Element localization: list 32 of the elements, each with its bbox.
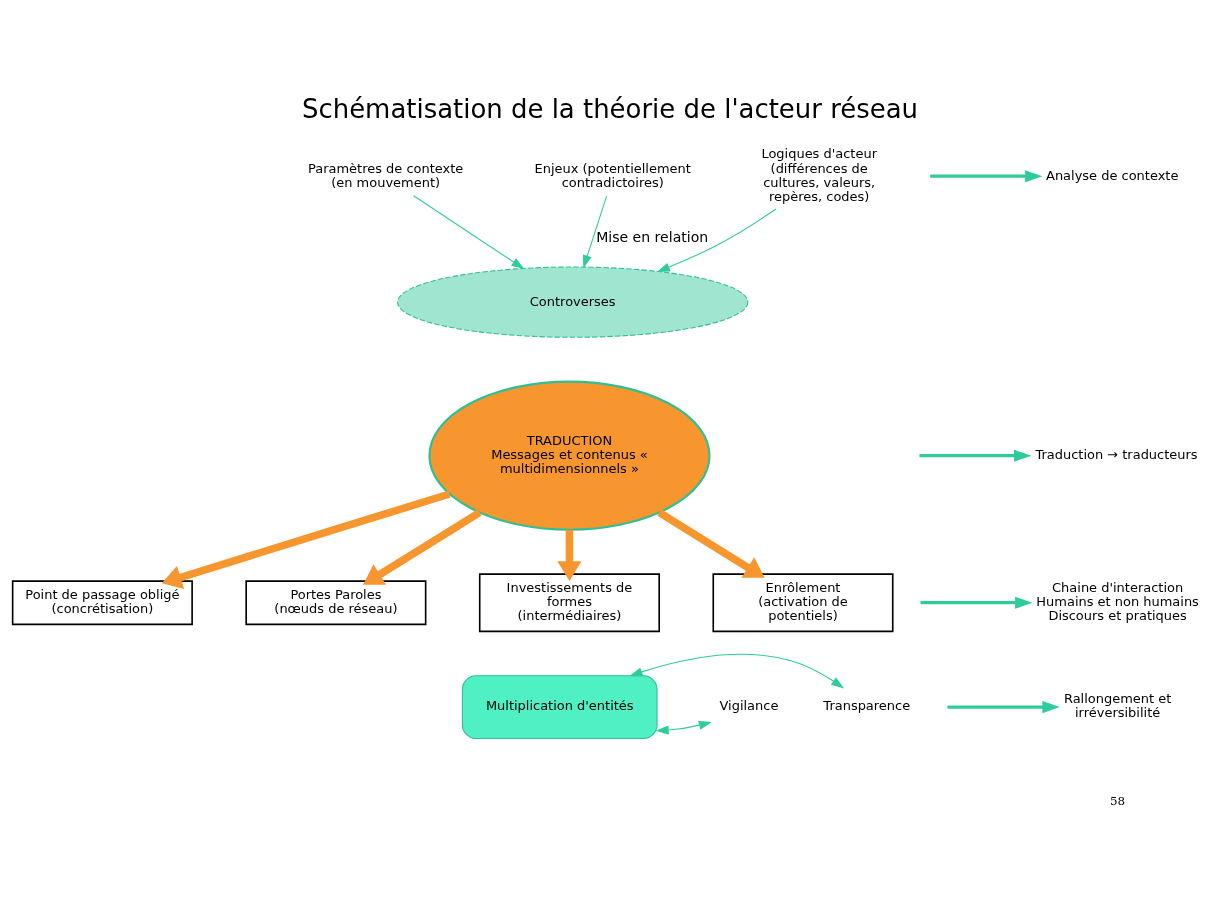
node-text: Transparence	[823, 697, 911, 713]
arrow	[363, 508, 482, 585]
node-text: Enjeux (potentiellement contradictoires)	[534, 160, 691, 190]
arrow	[657, 508, 765, 578]
node-text: Traduction → traducteurs	[1035, 446, 1198, 462]
node-box: Enrôlement (activation de potentiels)	[712, 572, 894, 632]
node-ellipse: TRADUCTION Messages et contenus « multidimensionnels »	[428, 380, 711, 531]
node-text: Logiques d'acteur (différences de cultures, valeurs, repères, codes)	[761, 145, 877, 204]
node-text: Chaine d'interaction Humains et non humains Discours et pratiques	[1036, 579, 1199, 623]
arrow	[629, 653, 845, 688]
node-ellipse: Controverses	[397, 266, 749, 338]
node-box: Multiplication d'entités	[461, 674, 658, 739]
node-text: Analyse de contexte	[1046, 167, 1179, 183]
arrow	[656, 207, 777, 272]
arrow	[413, 194, 525, 269]
arrow	[557, 529, 582, 581]
arrow	[920, 596, 1033, 609]
label: 58	[1110, 793, 1126, 808]
node-text: Paramètres de contexte (en mouvement)	[308, 160, 464, 190]
arrow	[947, 700, 1060, 713]
node-text: Rallongement et irréversibilité	[1063, 690, 1172, 720]
arrow	[161, 489, 451, 589]
arrow	[930, 169, 1043, 182]
arrow	[655, 720, 712, 735]
diagram-title: Schématisation de la théorie de l'acteur réseau	[301, 93, 919, 124]
arrow	[583, 195, 608, 268]
node-box: Portes Paroles (nœuds de réseau)	[245, 579, 427, 625]
edge-label: Mise en relation	[596, 228, 709, 245]
node-box: Investissements de formes (intermédiaires)	[478, 572, 660, 632]
arrow	[919, 449, 1032, 462]
node-text: Vigilance	[719, 697, 779, 713]
node-box: Point de passage obligé (concrétisation)	[11, 579, 193, 625]
